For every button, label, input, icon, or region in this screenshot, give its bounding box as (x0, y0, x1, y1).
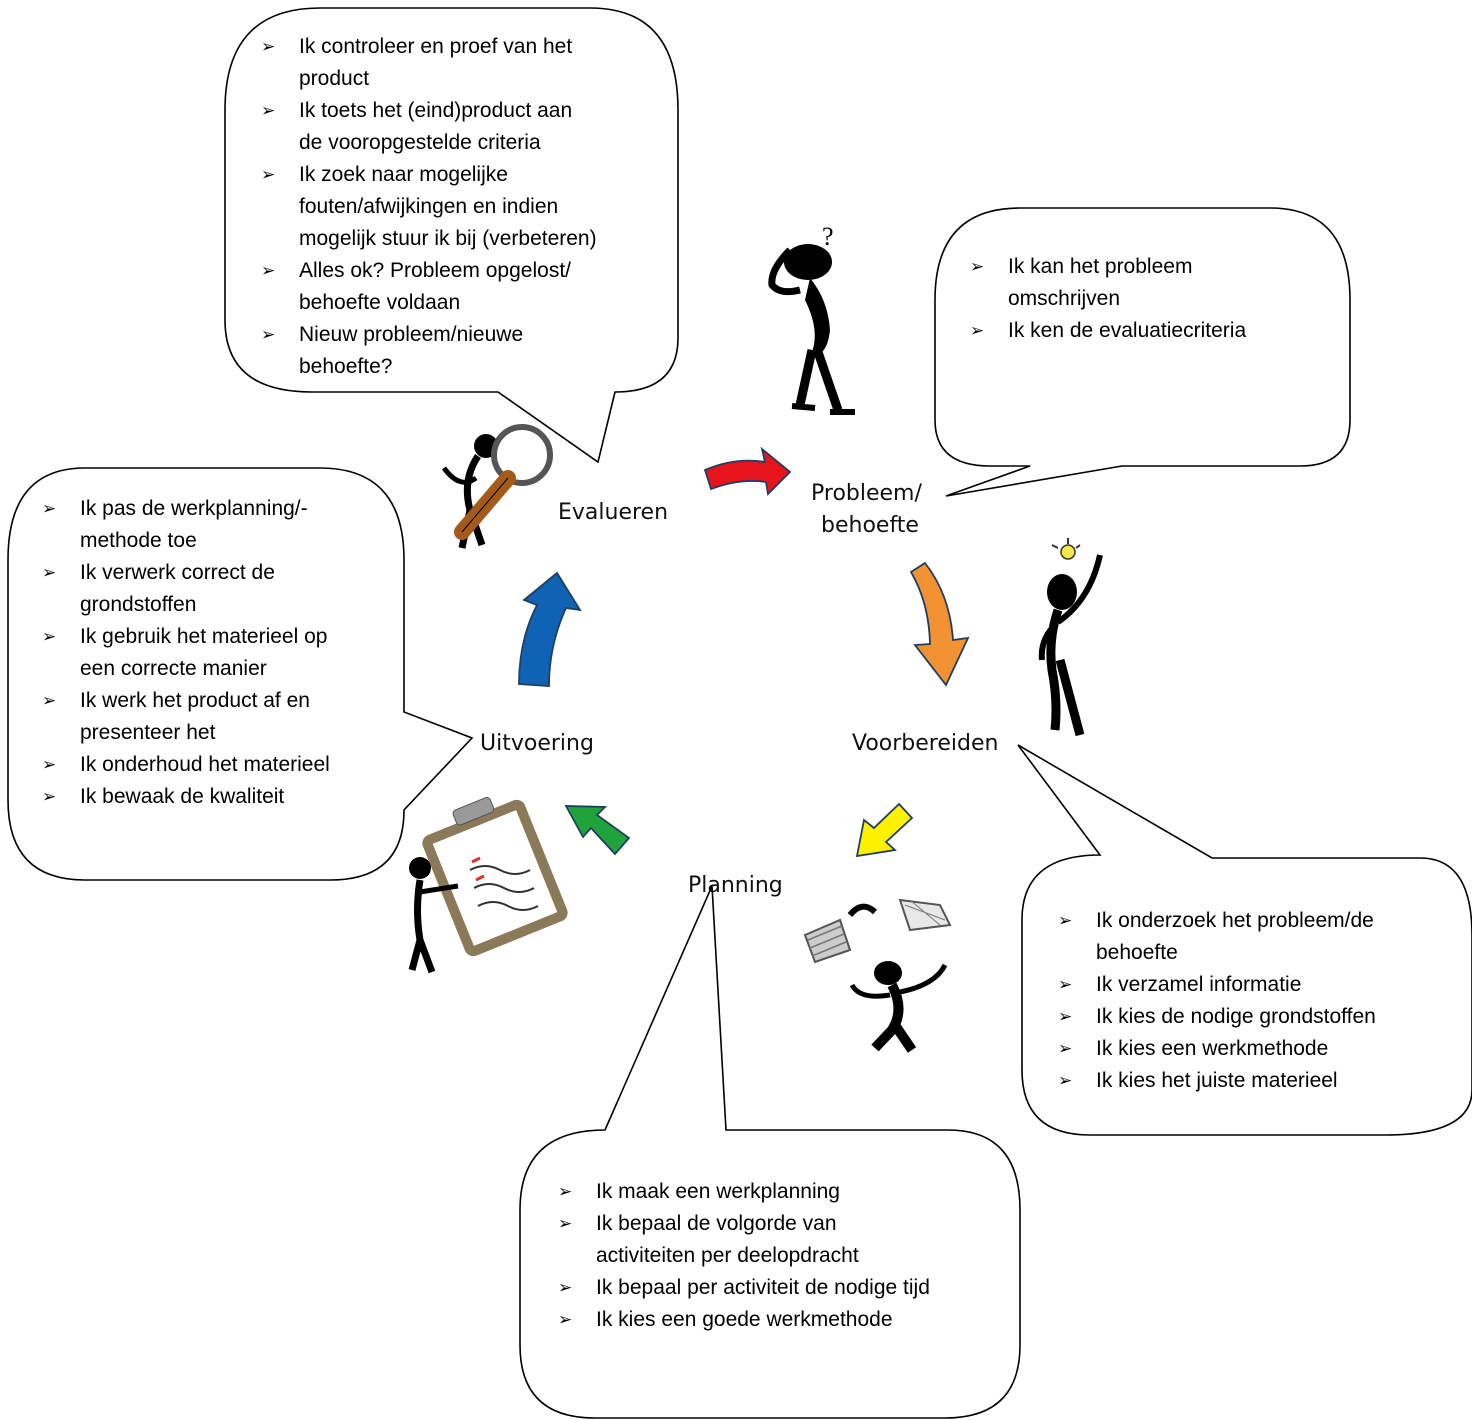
list-item-line: Ik maak een werkplanning (596, 1180, 840, 1203)
list-item: Ik bewaak de kwaliteit (42, 781, 402, 813)
list-item-line: Nieuw probleem/nieuwe (299, 323, 524, 346)
list-item-line: Ik ken de evaluatiecriteria (1008, 319, 1247, 342)
bubble-evalueren-list: Ik controleer en proef van het product I… (261, 31, 661, 383)
list-item: Ik kies de nodige grondstoffen (1058, 1001, 1458, 1033)
list-item-line: grondstoffen (80, 593, 197, 616)
list-item: Ik ken de evaluatiecriteria (970, 315, 1340, 347)
stage-label-probleem-line1: Probleem/ (811, 481, 922, 506)
list-item: Ik werk het product af en presenteer het (42, 685, 402, 749)
list-item-line: een correcte manier (80, 657, 267, 680)
stage-label-uitvoering: Uitvoering (480, 731, 594, 756)
clipboard-figure-icon (408, 797, 568, 974)
list-item: Ik bepaal de volgorde van activiteiten p… (558, 1208, 1008, 1272)
list-item: Ik onderzoek het probleem/de behoefte (1058, 905, 1458, 969)
list-item: Alles ok? Probleem opgelost/ behoefte vo… (261, 255, 661, 319)
juggler-figure-icon (803, 898, 952, 1053)
list-item-line: Ik verzamel informatie (1096, 973, 1302, 996)
list-item-line: Ik onderzoek het probleem/de (1096, 909, 1374, 932)
list-item-line: methode toe (80, 529, 197, 552)
list-item-line: Ik zoek naar mogelijke (299, 163, 508, 186)
list-item-line: Ik verwerk correct de (80, 561, 275, 584)
list-item-line: Ik kies een werkmethode (1096, 1037, 1329, 1060)
bubble-probleem-list: Ik kan het probleem omschrijven Ik ken d… (970, 251, 1340, 347)
list-item: Ik verwerk correct de grondstoffen (42, 557, 402, 621)
list-item: Nieuw probleem/nieuwe behoefte? (261, 319, 661, 383)
list-item: Ik kies het juiste materieel (1058, 1065, 1458, 1097)
list-item-line: behoefte (1096, 941, 1178, 964)
list-item: Ik toets het (eind)product aan de voorop… (261, 95, 661, 159)
list-item-line: Ik gebruik het materieel op (80, 625, 328, 648)
inspector-figure-icon (441, 424, 553, 549)
list-item: Ik bepaal per activiteit de nodige tijd (558, 1272, 1008, 1304)
list-item-line: Ik kies de nodige grondstoffen (1096, 1005, 1376, 1028)
arrow-red (703, 446, 792, 496)
list-item-line: Ik bepaal de volgorde van (596, 1212, 837, 1235)
list-item-line: omschrijven (1008, 287, 1121, 310)
list-item: Ik controleer en proef van het product (261, 31, 661, 95)
list-item: Ik maak een werkplanning (558, 1176, 1008, 1208)
list-item-line: fouten/afwijkingen en indien (299, 195, 559, 218)
list-item-line: Ik pas de werkplanning/- (80, 497, 308, 520)
stage-label-probleem-line2: behoefte (821, 513, 919, 538)
thinking-figure-icon: ? (768, 222, 855, 415)
list-item-line: activiteiten per deelopdracht (596, 1244, 859, 1267)
list-item: Ik onderhoud het materieel (42, 749, 402, 781)
list-item-line: Ik kies het juiste materieel (1096, 1069, 1338, 1092)
list-item-line: Ik werk het product af en (80, 689, 310, 712)
svg-text:?: ? (822, 222, 834, 251)
list-item: Ik kan het probleem omschrijven (970, 251, 1340, 315)
arrow-green (564, 805, 631, 856)
stage-label-probleem: Probleem/ behoefte (811, 478, 922, 542)
list-item-line: mogelijk stuur ik bij (verbeteren) (299, 227, 597, 250)
stage-label-evalueren: Evalueren (558, 500, 669, 525)
arrow-orange (909, 561, 970, 687)
list-item-line: presenteer het (80, 721, 216, 744)
stage-label-planning: Planning (688, 873, 783, 898)
list-item: Ik kies een goede werkmethode (558, 1304, 1008, 1336)
list-item-line: Ik onderhoud het materieel (80, 753, 330, 776)
list-item-line: behoefte voldaan (299, 291, 461, 314)
bubble-uitvoering-list: Ik pas de werkplanning/- methode toe Ik … (42, 493, 402, 813)
list-item: Ik pas de werkplanning/- methode toe (42, 493, 402, 557)
list-item-line: product (299, 67, 370, 90)
list-item-line: de vooropgestelde criteria (299, 131, 541, 154)
list-item: Ik gebruik het materieel op een correcte… (42, 621, 402, 685)
list-item: Ik kies een werkmethode (1058, 1033, 1458, 1065)
list-item: Ik zoek naar mogelijke fouten/afwijkinge… (261, 159, 661, 255)
arrow-yellow (855, 802, 914, 858)
list-item-line: Ik kan het probleem (1008, 255, 1193, 278)
list-item-line: Ik bewaak de kwaliteit (80, 785, 285, 808)
list-item-line: behoefte? (299, 355, 393, 378)
list-item-line: Ik bepaal per activiteit de nodige tijd (596, 1276, 930, 1299)
arrow-blue (518, 571, 582, 687)
list-item-line: Ik controleer en proef van het (299, 35, 573, 58)
idea-figure-icon (1038, 538, 1103, 737)
list-item-line: Ik toets het (eind)product aan (299, 99, 573, 122)
stage-label-voorbereiden: Voorbereiden (852, 731, 999, 756)
list-item-line: Alles ok? Probleem opgelost/ (299, 259, 571, 282)
bubble-planning-list: Ik maak een werkplanning Ik bepaal de vo… (558, 1176, 1008, 1336)
bubble-voorbereiden-list: Ik onderzoek het probleem/de behoefte Ik… (1058, 905, 1458, 1097)
list-item-line: Ik kies een goede werkmethode (596, 1308, 893, 1331)
list-item: Ik verzamel informatie (1058, 969, 1458, 1001)
